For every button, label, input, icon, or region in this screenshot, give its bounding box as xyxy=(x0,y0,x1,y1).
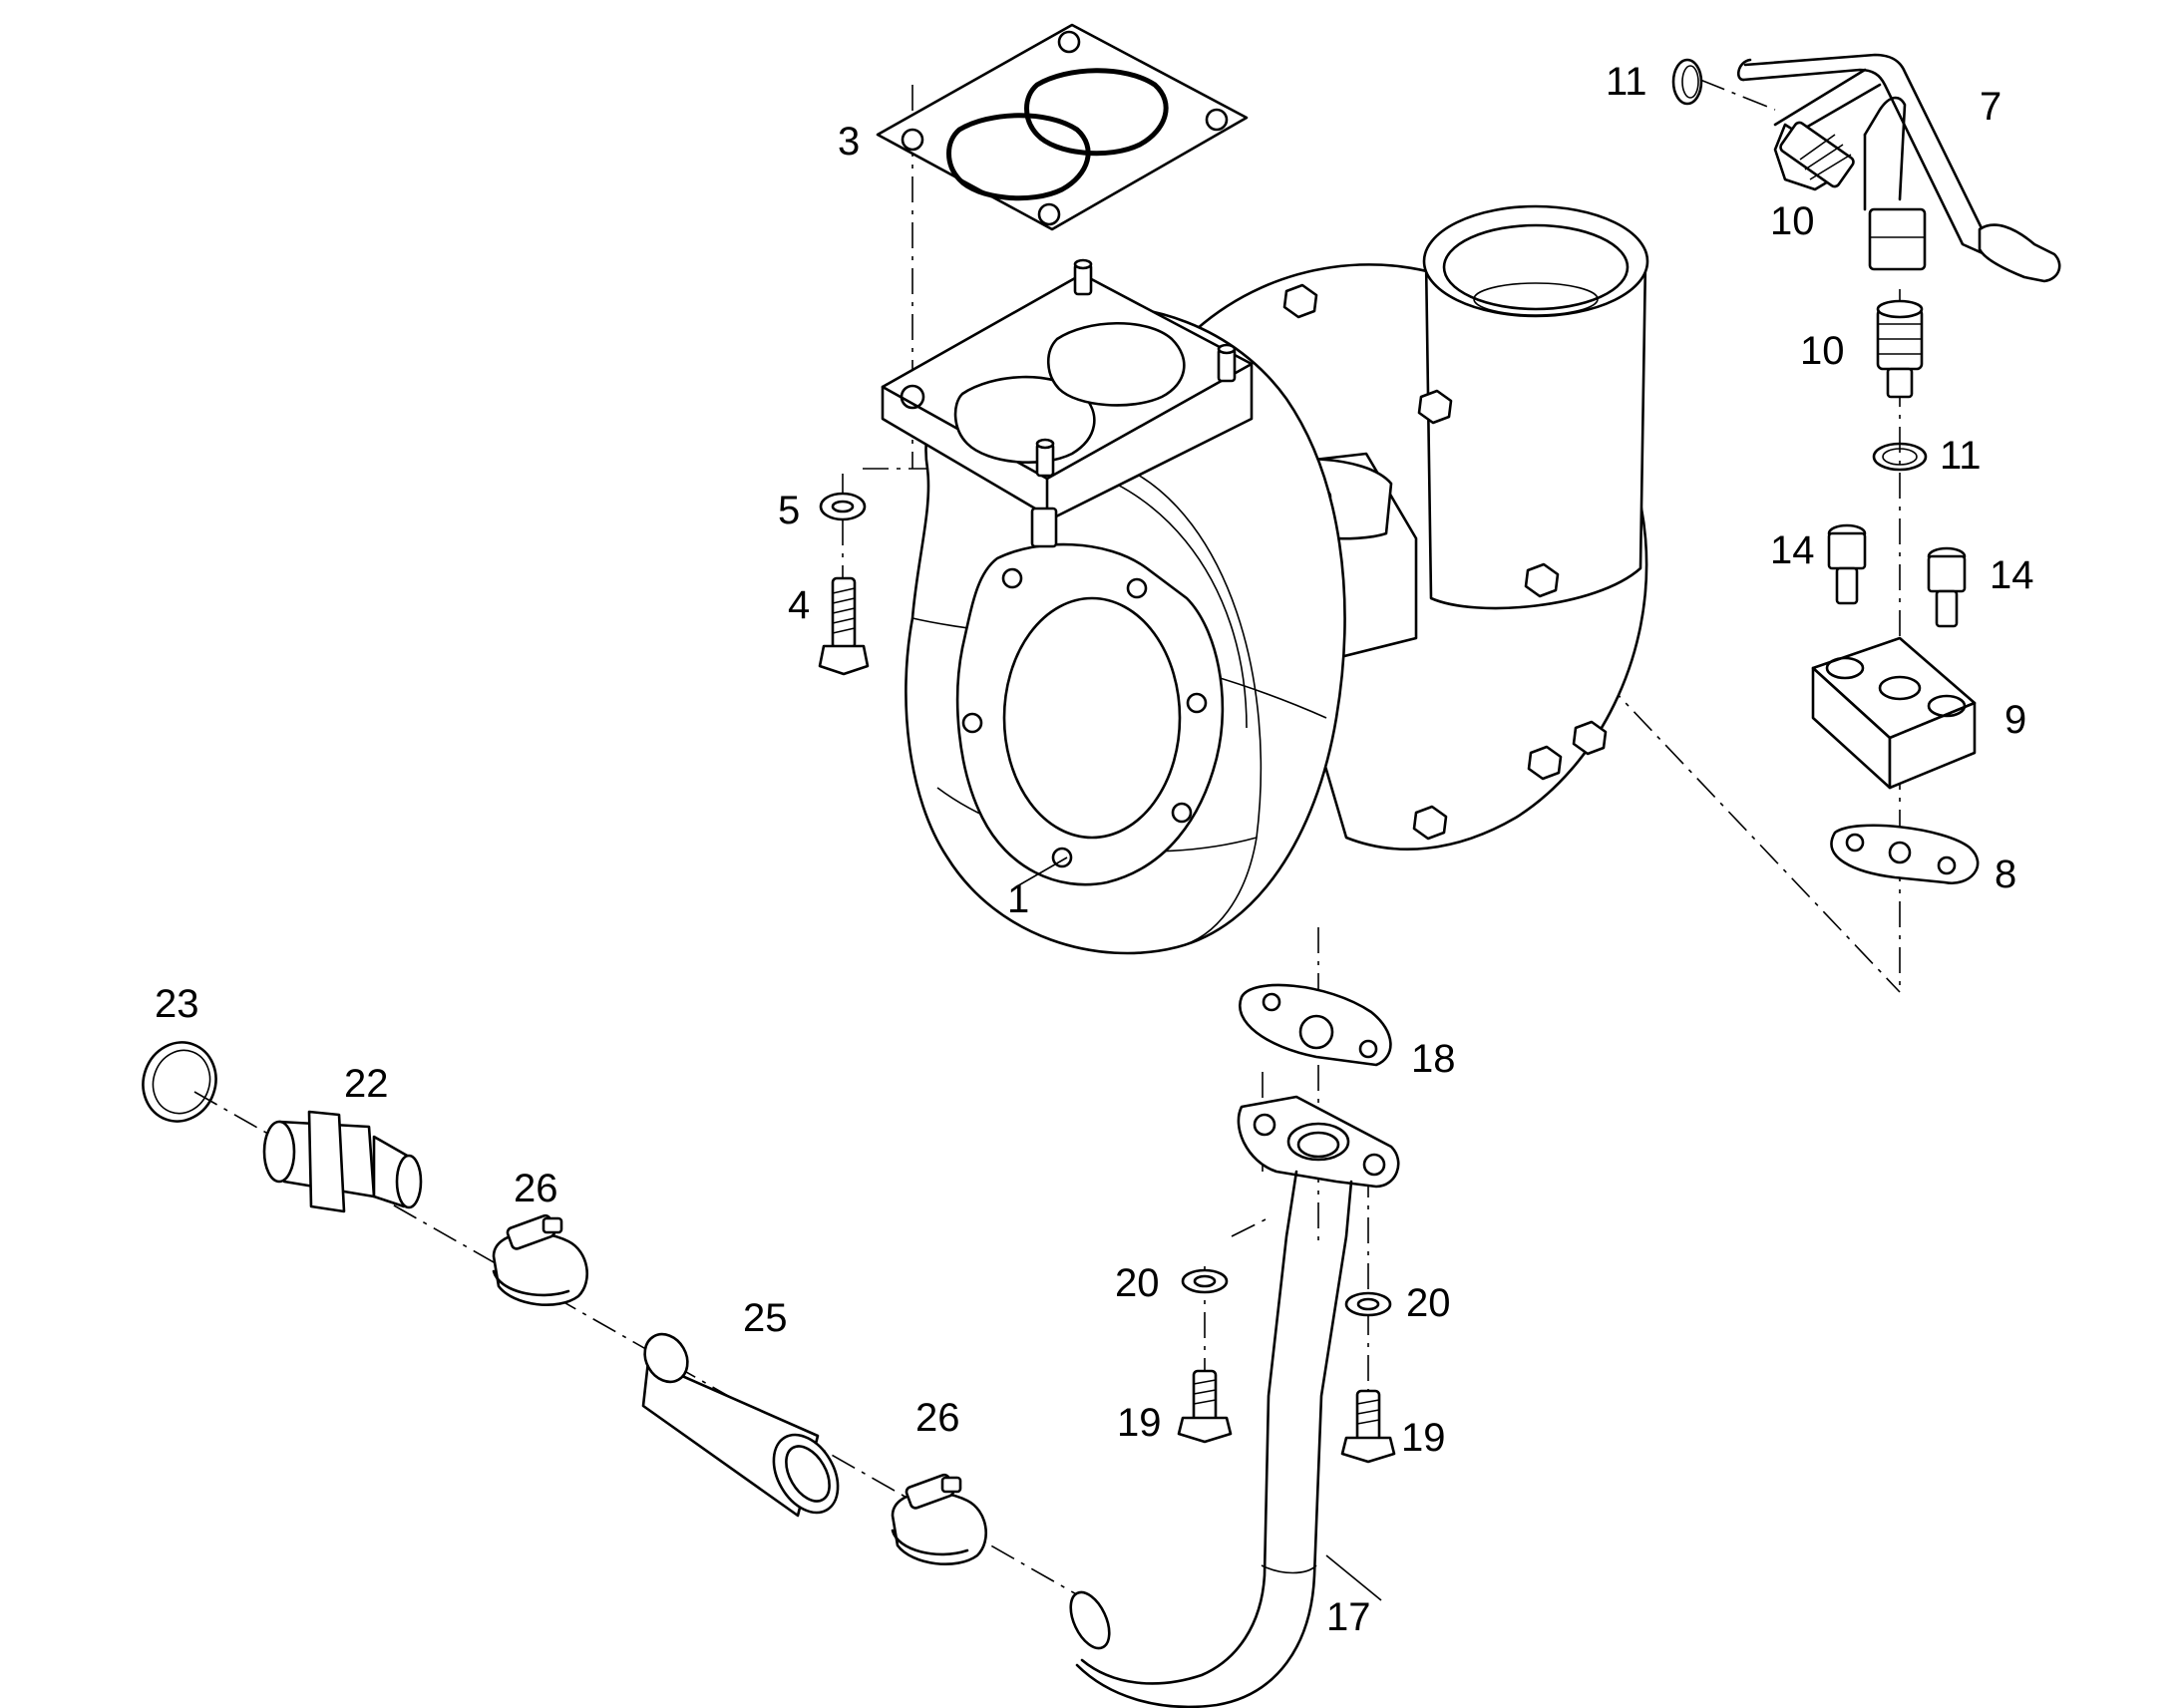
callout-14-right: 14 xyxy=(1990,553,2034,597)
adapter-22 xyxy=(262,1110,423,1213)
washer-20-right xyxy=(1344,1291,1392,1317)
leader-lines xyxy=(1014,856,1382,1601)
bolt-19-left xyxy=(1177,1369,1233,1444)
seal-ring-11-lower xyxy=(1872,442,1928,472)
bolt-19-right xyxy=(1340,1389,1396,1464)
turbocharger xyxy=(881,204,1649,955)
seal-ring-23 xyxy=(142,1041,217,1123)
washer-20-left xyxy=(1181,1268,1229,1294)
callout-7: 7 xyxy=(1980,85,2001,129)
callout-25: 25 xyxy=(743,1296,788,1340)
callout-22: 22 xyxy=(344,1062,389,1106)
gasket-18 xyxy=(1239,983,1392,1067)
callout-labels: 1 3 5 4 11 7 10 10 11 14 14 9 8 23 22 26… xyxy=(155,60,2034,1639)
hose-clamp-26-upper xyxy=(492,1213,588,1307)
callout-10-upper: 10 xyxy=(1770,199,1815,243)
studs xyxy=(1030,258,1237,548)
screw-14-left xyxy=(1827,523,1867,605)
exhaust-gasket xyxy=(876,23,1249,231)
screw-14-right xyxy=(1927,546,1967,628)
callout-9: 9 xyxy=(2004,698,2026,742)
flange-block-9 xyxy=(1811,636,1977,790)
housing-bolts xyxy=(1282,283,1608,841)
callout-11-upper: 11 xyxy=(1606,60,1647,104)
seal-ring-11-upper xyxy=(1671,58,1703,106)
gasket-8 xyxy=(1830,824,1980,885)
oil-feed-pipe-7 xyxy=(1736,53,2061,283)
washer-5 xyxy=(819,492,867,521)
hose-clamp-26-lower xyxy=(891,1473,987,1566)
callout-1: 1 xyxy=(1007,877,1029,921)
bolt-4 xyxy=(818,576,870,676)
callout-26-upper: 26 xyxy=(514,1167,558,1210)
callout-14-left: 14 xyxy=(1770,528,1815,572)
callout-5: 5 xyxy=(778,489,800,532)
callout-17: 17 xyxy=(1326,1595,1371,1639)
callout-8: 8 xyxy=(1995,853,2016,896)
flange-holes xyxy=(961,567,1208,868)
oil-drain-pipe-17 xyxy=(1069,1095,1400,1708)
callout-11-lower: 11 xyxy=(1940,434,1982,478)
callout-4: 4 xyxy=(788,583,810,627)
callout-10-lower: 10 xyxy=(1800,329,1845,373)
hose-25 xyxy=(641,1332,840,1518)
callout-20-left: 20 xyxy=(1115,1261,1160,1305)
callout-20-right: 20 xyxy=(1406,1281,1451,1325)
callout-3: 3 xyxy=(838,120,860,164)
callout-19-left: 19 xyxy=(1117,1401,1162,1445)
callout-26-lower: 26 xyxy=(915,1396,960,1440)
callout-23: 23 xyxy=(155,982,199,1026)
callout-19-right: 19 xyxy=(1401,1416,1446,1460)
fitting-10-upper xyxy=(1773,121,1855,191)
fitting-10-lower xyxy=(1876,299,1924,399)
callout-18: 18 xyxy=(1411,1037,1456,1081)
